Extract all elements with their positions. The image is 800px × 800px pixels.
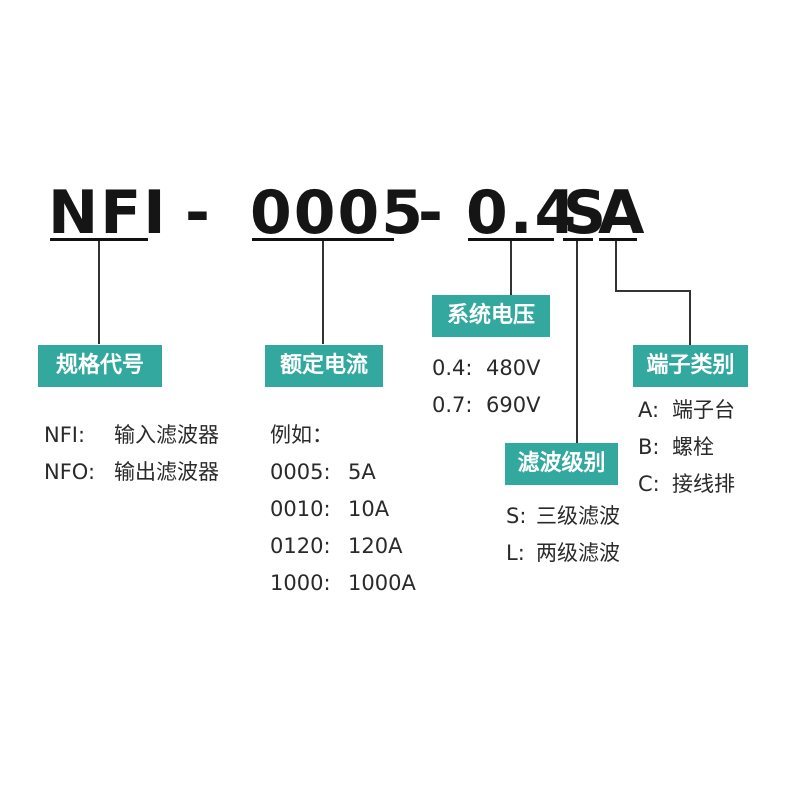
- connector-filter: [576, 241, 578, 443]
- tag-filter-level: 滤波级别: [505, 443, 618, 485]
- item-key: 1000:: [270, 571, 331, 595]
- list-item: 0010: 10A: [270, 491, 416, 528]
- item-value: 480V: [486, 356, 541, 380]
- code-current: 0005: [250, 178, 425, 248]
- list-intro: 例如：: [270, 423, 333, 447]
- filter-level-list: S: 三级滤波 L: 两级滤波: [506, 498, 620, 572]
- terminal-type-list: A: 端子台 B: 螺栓 C: 接线排: [638, 392, 735, 503]
- item-key: 0005:: [270, 460, 331, 484]
- list-item: A: 端子台: [638, 392, 735, 429]
- system-voltage-list: 0.4: 480V 0.7: 690V: [432, 350, 540, 424]
- underline-prefix: [50, 238, 148, 241]
- connector-prefix: [98, 241, 100, 344]
- item-value: 10A: [348, 497, 390, 521]
- tag-terminal-type: 端子类别: [633, 345, 748, 387]
- list-item: 1000: 1000A: [270, 565, 416, 602]
- list-item: NFI: 输入滤波器: [44, 417, 219, 454]
- code-separator-1: -: [185, 178, 212, 248]
- model-code-list: NFI: 输入滤波器 NFO: 输出滤波器: [44, 417, 219, 491]
- code-prefix: NFI: [48, 178, 168, 248]
- item-key: L:: [506, 541, 525, 565]
- code-terminal: A: [598, 178, 647, 248]
- connector-voltage: [510, 241, 512, 295]
- item-key: S:: [506, 504, 527, 528]
- item-value: 输出滤波器: [114, 460, 219, 484]
- item-key: 0010:: [270, 497, 331, 521]
- underline-terminal: [599, 238, 637, 241]
- item-key: C:: [638, 472, 660, 496]
- list-item: 0005: 5A: [270, 454, 416, 491]
- connector-terminal-horizontal: [615, 290, 691, 292]
- tag-system-voltage: 系统电压: [432, 295, 550, 337]
- list-item: 0.7: 690V: [432, 387, 540, 424]
- list-item: NFO: 输出滤波器: [44, 454, 219, 491]
- item-key: NFO:: [44, 460, 96, 484]
- tag-rated-current: 额定电流: [265, 345, 383, 387]
- code-voltage: 0.4: [466, 178, 579, 248]
- list-item: L: 两级滤波: [506, 535, 620, 572]
- list-item: S: 三级滤波: [506, 498, 620, 535]
- underline-filter: [563, 238, 593, 241]
- item-value: 690V: [486, 393, 541, 417]
- item-value: 接线排: [672, 472, 735, 496]
- item-value: 5A: [348, 460, 376, 484]
- item-key: B:: [638, 435, 660, 459]
- item-key: A:: [638, 398, 660, 422]
- rated-current-list: 例如： 0005:5A 0010:10A 0120:120A 1000:1000…: [270, 417, 416, 602]
- list-item: B: 螺栓: [638, 429, 735, 466]
- item-value: 三级滤波: [536, 504, 620, 528]
- item-value: 1000A: [348, 571, 416, 595]
- list-item: C: 接线排: [638, 466, 735, 503]
- item-value: 两级滤波: [536, 541, 620, 565]
- code-filter: S: [563, 178, 609, 248]
- connector-terminal-drop: [689, 290, 691, 345]
- list-item: 0.4: 480V: [432, 350, 540, 387]
- code-separator-2: -: [418, 178, 445, 248]
- item-key: NFI:: [44, 423, 86, 447]
- underline-voltage: [468, 238, 554, 241]
- item-value: 螺栓: [672, 435, 714, 459]
- underline-current: [252, 238, 394, 241]
- item-value: 端子台: [672, 398, 735, 422]
- item-value: 输入滤波器: [114, 423, 219, 447]
- tag-model-code: 规格代号: [38, 345, 162, 387]
- connector-current: [322, 241, 324, 344]
- item-value: 120A: [348, 534, 403, 558]
- item-key: 0.7:: [432, 393, 473, 417]
- item-key: 0.4:: [432, 356, 473, 380]
- connector-terminal-vertical: [615, 241, 617, 292]
- item-key: 0120:: [270, 534, 331, 558]
- list-item: 0120: 120A: [270, 528, 416, 565]
